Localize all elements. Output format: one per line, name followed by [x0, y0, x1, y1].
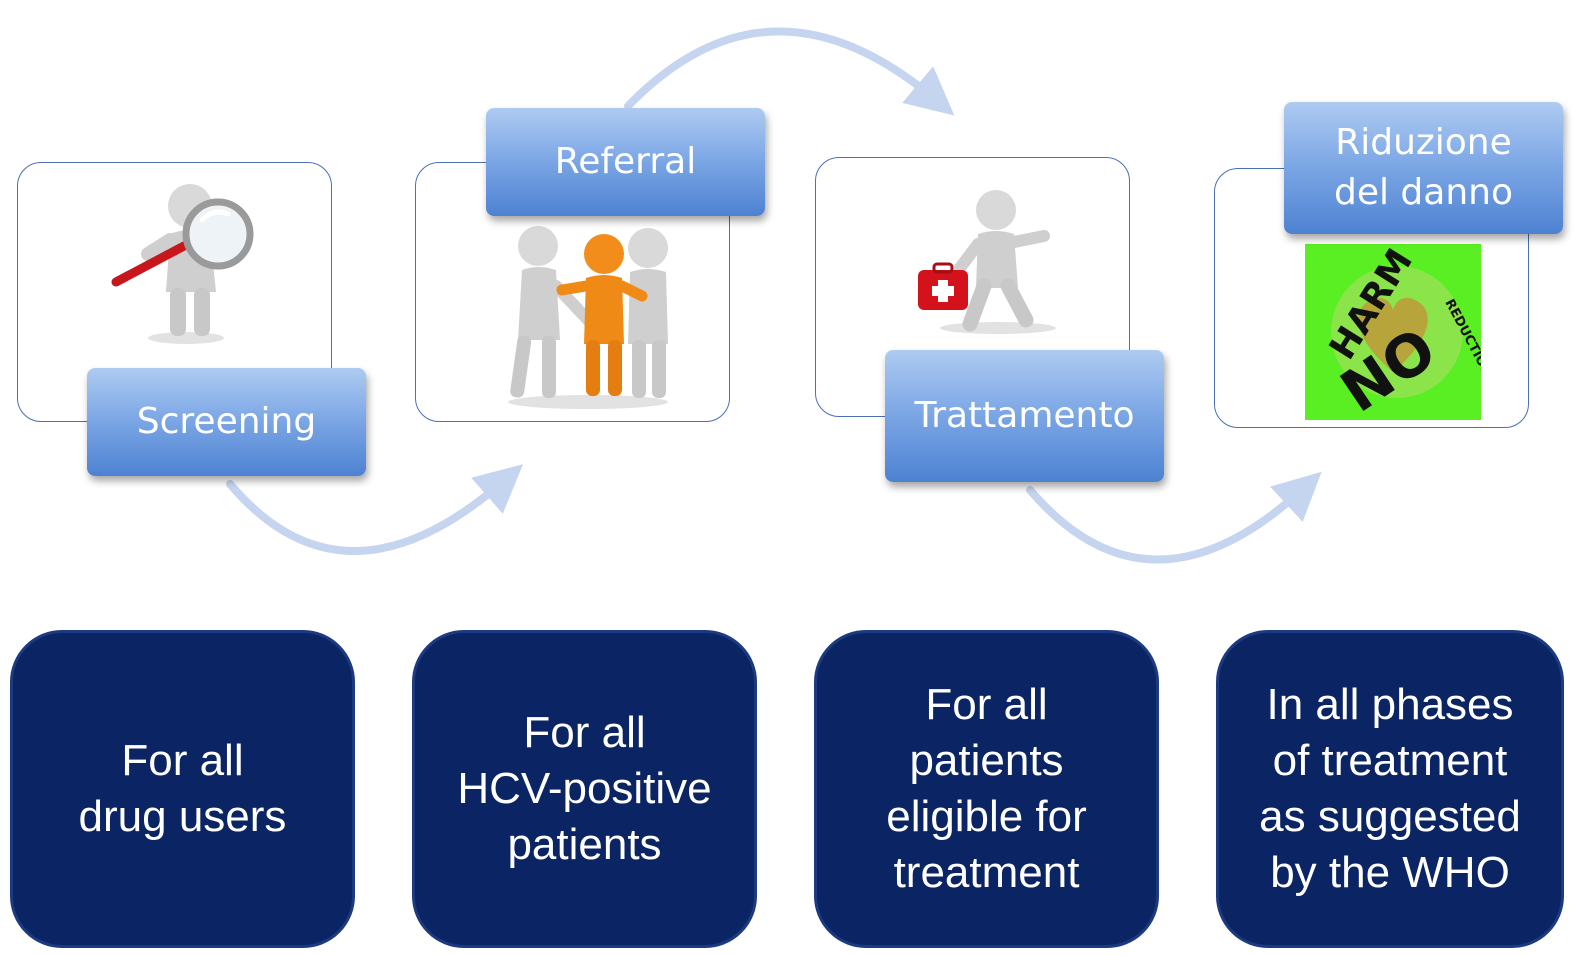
step-label-trattamento: Trattamento	[885, 350, 1164, 482]
note-referral: For all HCV-positive patients	[412, 630, 757, 948]
arrow-trattamento-to-riduzione	[1026, 471, 1322, 564]
arrow-referral-to-trattamento	[624, 27, 955, 116]
magnifier-figure-icon	[111, 184, 254, 344]
note-screening: For all drug users	[10, 630, 355, 948]
medical-kit-figure-icon	[918, 190, 1056, 334]
step-label-riduzione: Riduzione del danno	[1284, 102, 1563, 234]
step-label-screening: Screening	[87, 368, 366, 476]
harm-reduction-logo: HARM REDUCTION NO	[1305, 244, 1481, 420]
group-figures-icon	[508, 226, 668, 409]
arrow-screening-to-referral	[226, 464, 524, 555]
note-riduzione: In all phases of treatment as suggested …	[1216, 630, 1564, 948]
note-trattamento: For all patients eligible for treatment	[814, 630, 1159, 948]
step-label-referral: Referral	[486, 108, 765, 216]
